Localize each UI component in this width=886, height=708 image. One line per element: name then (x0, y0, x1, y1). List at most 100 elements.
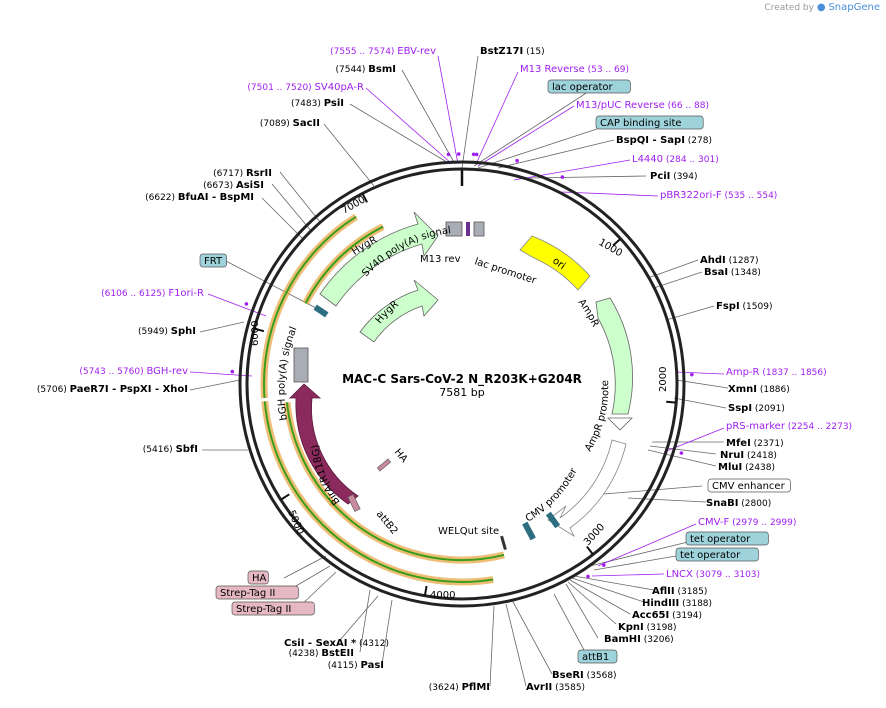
site-label[interactable]: MfeI (2371) (726, 438, 784, 449)
site-name: NruI (720, 450, 744, 461)
site-label[interactable]: (4115) PasI (328, 660, 384, 671)
ruler-tick-label: 6000 (250, 321, 261, 346)
primer-label[interactable]: (6106 .. 6125) F1ori-R (101, 288, 204, 299)
bgh-polya-box[interactable] (293, 347, 309, 383)
site-label[interactable]: AflII (3185) (652, 586, 707, 597)
primer-label[interactable]: pBR322ori-F (535 .. 554) (660, 190, 777, 201)
site-label[interactable]: (3624) PflMI (429, 682, 490, 693)
site-label[interactable]: (6717) RsrII (213, 168, 272, 179)
site-label[interactable]: XmnI (1886) (728, 384, 790, 395)
primer-label[interactable]: CMV-F (2979 .. 2999) (698, 517, 796, 528)
primer-name: EBV-rev (397, 46, 436, 57)
site-label[interactable]: SspI (2091) (728, 403, 785, 414)
site-name: FspI (716, 301, 740, 312)
frt-box[interactable] (313, 304, 329, 318)
site-position: (1509) (740, 302, 773, 312)
site-name: SbfI (176, 444, 198, 455)
site-label[interactable]: (5949) SphI (138, 326, 196, 337)
feature-box[interactable] (215, 585, 299, 600)
site-label[interactable]: CsiI - SexAI * (4312) (284, 638, 389, 649)
bira-arrow[interactable] (289, 383, 359, 505)
site-label[interactable]: BamHI (3206) (604, 634, 674, 645)
site-label[interactable]: (7544) BsmI (335, 64, 396, 75)
site-position: (6622) (145, 193, 178, 203)
site-label[interactable]: (5416) SbfI (143, 444, 198, 455)
sv40-polya-box[interactable] (445, 221, 463, 237)
m13rev-box[interactable] (466, 222, 470, 236)
site-name: BsaI (704, 267, 728, 278)
primer-label[interactable]: (7555 .. 7574) EBV-rev (330, 46, 436, 57)
primer-label[interactable]: (7501 .. 7520) SV40pA-R (247, 82, 364, 93)
primer-label[interactable]: M13/pUC Reverse (66 .. 88) (576, 100, 709, 111)
primer-label[interactable]: LNCX (3079 .. 3103) (666, 569, 760, 580)
ha-inner-box[interactable] (376, 458, 392, 472)
hygr-outer-arrow[interactable] (319, 211, 439, 307)
primer-range: (66 .. 88) (665, 101, 709, 111)
primer-label[interactable]: (5743 .. 5760) BGH-rev (79, 366, 188, 377)
primer-range: (5743 .. 5760) (79, 367, 146, 377)
site-label[interactable]: AvrII (3585) (526, 682, 585, 693)
primer-mark (244, 302, 249, 306)
site-label[interactable]: BseRI (3568) (552, 670, 617, 681)
ori-arrow[interactable] (519, 235, 591, 291)
attB1-box[interactable] (522, 521, 536, 541)
site-name: SacII (293, 118, 320, 129)
ruler-tick (612, 237, 622, 247)
feature-box[interactable] (547, 79, 631, 94)
feature-box[interactable] (199, 253, 227, 268)
feature-box[interactable] (577, 649, 618, 664)
lac-promoter-box[interactable] (473, 221, 485, 237)
feature-box[interactable] (595, 115, 704, 130)
ampr-arrow[interactable] (595, 297, 633, 415)
attB2-box[interactable] (347, 494, 361, 512)
site-name: AhdI (700, 255, 726, 266)
site-position: (3568) (584, 671, 617, 681)
site-label[interactable]: PciI (394) (650, 171, 697, 182)
primer-mark (679, 451, 684, 455)
site-label[interactable]: (4238) BstEII (289, 648, 354, 659)
site-label[interactable]: BsaI (1348) (704, 267, 761, 278)
site-label[interactable]: NruI (2418) (720, 450, 777, 461)
feature-box[interactable] (231, 601, 315, 616)
ampr-promoter-arrow[interactable] (607, 417, 633, 431)
site-label[interactable]: MluI (2438) (718, 462, 775, 473)
site-position: (4312) (356, 639, 389, 649)
site-name: AsiSI (236, 180, 264, 191)
site-label[interactable]: BstZ17I (15) (480, 46, 545, 57)
primer-mark (586, 574, 590, 579)
cmv-small-box[interactable] (545, 511, 561, 529)
feature-box-label: tet operator (690, 534, 751, 545)
watermark-created-by: Created by (764, 3, 814, 13)
primer-label[interactable]: M13 Reverse (53 .. 69) (520, 64, 629, 75)
site-label[interactable]: KpnI (3198) (618, 622, 677, 633)
primer-label[interactable]: L4440 (284 .. 301) (632, 154, 719, 165)
feature-box[interactable] (685, 531, 769, 546)
cmv-promoter-arrow[interactable] (547, 439, 627, 538)
hygr-inner-arrow[interactable] (359, 279, 439, 343)
feature-box-label: tet operator (680, 550, 741, 561)
primer-label[interactable]: pRS-marker (2254 .. 2273) (726, 421, 852, 432)
site-label[interactable]: (6622) BfuAI - BspMI (145, 192, 254, 203)
site-label[interactable]: AhdI (1287) (700, 255, 759, 266)
primer-leader-lines (189, 55, 725, 577)
primer-range: (7501 .. 7520) (247, 83, 314, 93)
site-label[interactable]: Acc65I (3194) (632, 610, 702, 621)
primer-label[interactable]: Amp-R (1837 .. 1856) (726, 367, 827, 378)
site-label[interactable]: BspQI - SapI (278) (616, 135, 712, 146)
site-label[interactable]: (6673) AsiSI (203, 180, 264, 191)
site-label[interactable]: (7483) PsiI (291, 98, 344, 109)
primer-labels: (7555 .. 7574) EBV-rev (7501 .. 7520) SV4… (79, 46, 852, 580)
site-label[interactable]: SnaBI (2800) (706, 498, 771, 509)
feature-box[interactable] (247, 570, 269, 585)
site-name: BspQI (616, 135, 649, 146)
feature-box[interactable] (707, 478, 791, 493)
site-label[interactable]: FspI (1509) (716, 301, 772, 312)
site-label[interactable]: HindIII (3188) (642, 598, 712, 609)
green-feature-line (263, 215, 357, 399)
site-label[interactable]: (5706) PaeR7I - PspXI - XhoI (37, 384, 188, 395)
welqut-box[interactable] (500, 535, 507, 551)
ruler-tick (253, 327, 265, 333)
site-label[interactable]: (7089) SacII (260, 118, 320, 129)
feature-box[interactable] (675, 547, 759, 562)
site-name: PsiI (324, 98, 344, 109)
